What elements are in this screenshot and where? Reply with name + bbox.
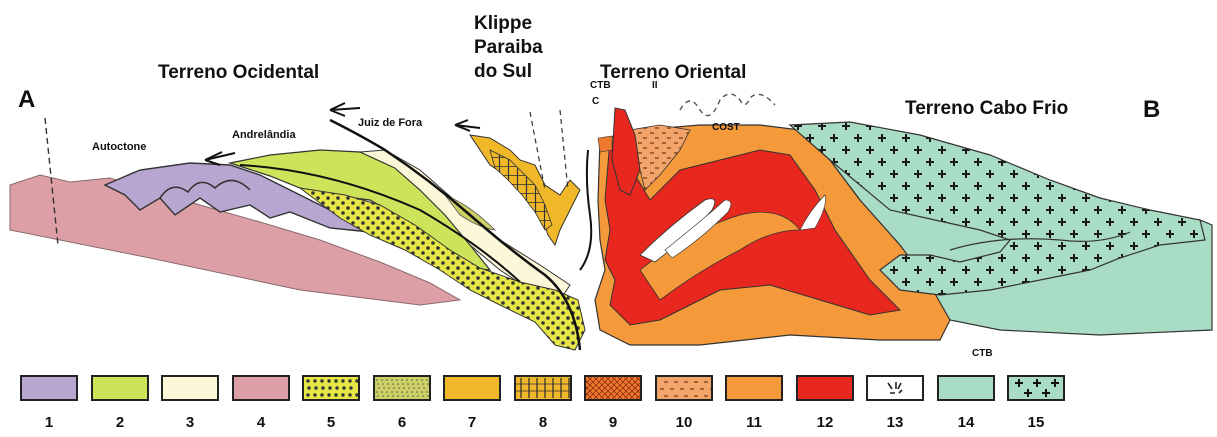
legend-swatch-5 (302, 375, 360, 401)
terrane-ocidental-label: Terreno Ocidental (158, 62, 319, 84)
terrane-oriental-label: Terreno Oriental (600, 62, 746, 84)
legend-number-7: 7 (443, 414, 501, 431)
unit-autoctone-label: Autoctone (92, 141, 146, 153)
legend-swatch-3 (161, 375, 219, 401)
unit-juiz-de-fora-label: Juiz de Fora (358, 117, 422, 129)
legend-number-13: 13 (866, 414, 924, 431)
legend-swatch-11 (725, 375, 783, 401)
legend-swatch-8 (514, 375, 572, 401)
endpoint-a: A (18, 86, 35, 114)
legend-number-1: 1 (20, 414, 78, 431)
unit-ctb-bottom-label: CTB (972, 348, 993, 359)
unit-andrelandia-label: Andrelândia (232, 129, 296, 141)
endpoint-b: B (1143, 96, 1160, 124)
legend-number-9: 9 (584, 414, 642, 431)
legend-number-6: 6 (373, 414, 431, 431)
legend-swatch-12 (796, 375, 854, 401)
legend-swatch-13 (866, 375, 924, 401)
legend-swatch-2 (91, 375, 149, 401)
legend-number-14: 14 (937, 414, 995, 431)
legend-number-2: 2 (91, 414, 149, 431)
unit-c-label: C (592, 96, 599, 107)
legend-number-15: 15 (1007, 414, 1065, 431)
terrane-cabo-frio-label: Terreno Cabo Frio (905, 98, 1068, 120)
legend-swatch-4 (232, 375, 290, 401)
legend-swatch-14 (937, 375, 995, 401)
legend-swatch-15 (1007, 375, 1065, 401)
legend-number-12: 12 (796, 414, 854, 431)
unit-ii-label: II (652, 80, 658, 91)
legend-number-5: 5 (302, 414, 360, 431)
legend-swatch-1 (20, 375, 78, 401)
legend-number-8: 8 (514, 414, 572, 431)
geologic-cross-section (0, 0, 1217, 360)
klippe-line-3: do Sul (474, 60, 543, 84)
klippe-line-1: Klippe (474, 12, 543, 36)
legend-number-4: 4 (232, 414, 290, 431)
legend-number-3: 3 (161, 414, 219, 431)
legend-swatch-7 (443, 375, 501, 401)
legend-swatch-10 (655, 375, 713, 401)
unit-ctb-top-label: CTB (590, 80, 611, 91)
unit-cost-label: COST (712, 122, 740, 133)
legend-swatch-6 (373, 375, 431, 401)
klippe-line-2: Paraiba (474, 36, 543, 60)
klippe-label: Klippe Paraiba do Sul (474, 12, 543, 84)
legend-swatch-9 (584, 375, 642, 401)
legend-number-10: 10 (655, 414, 713, 431)
legend-number-11: 11 (725, 414, 783, 431)
